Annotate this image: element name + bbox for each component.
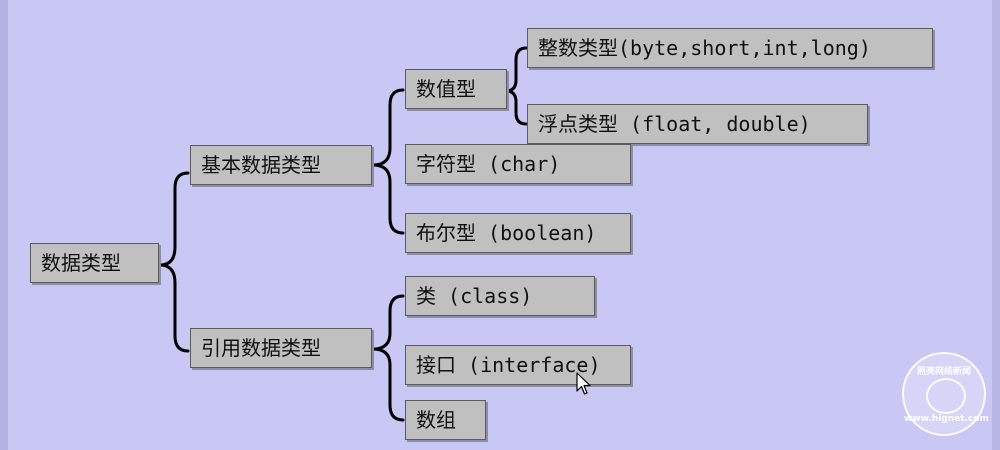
node-char: 字符型 (char): [405, 144, 631, 184]
node-interface: 接口 (interface): [405, 345, 631, 385]
watermark-top-text: 照亮网络新闻: [916, 367, 971, 377]
node-class: 类 (class): [405, 276, 595, 316]
bracket-root: [158, 171, 190, 353]
bracket-reference: [371, 294, 405, 422]
window-edge-left: [0, 0, 8, 450]
bracket-numeric: [504, 46, 528, 126]
node-boolean: 布尔型 (boolean): [405, 213, 631, 253]
node-array: 数组: [405, 400, 486, 440]
node-numeric: 数值型: [405, 69, 507, 109]
node-integer-types: 整数类型(byte,short,int,long): [527, 28, 933, 68]
mouse-cursor-icon: [576, 372, 591, 395]
watermark-url: www.hignet.com: [904, 414, 989, 424]
watermark-emblem-icon: [926, 378, 966, 414]
node-data-types: 数据类型: [30, 243, 159, 283]
bracket-primitive: [371, 88, 405, 235]
watermark-logo: 照亮网络新闻 www.hignet.com: [902, 352, 989, 436]
node-primitive-types: 基本数据类型: [190, 145, 372, 185]
window-edge-right: [992, 0, 1000, 450]
node-reference-types: 引用数据类型: [190, 328, 372, 368]
node-float-types: 浮点类型 (float, double): [527, 104, 868, 144]
